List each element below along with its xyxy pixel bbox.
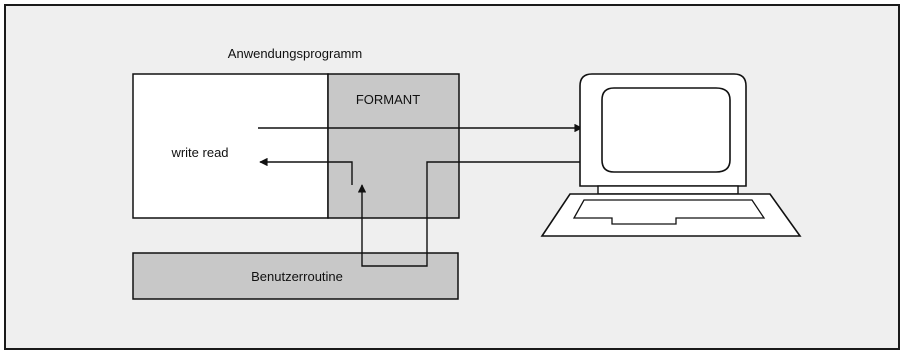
write-read-label: write read — [170, 145, 228, 160]
read-arrow — [259, 157, 353, 185]
formant-label: FORMANT — [356, 92, 420, 107]
read-path-to-routine — [357, 161, 582, 267]
formant-box — [327, 73, 460, 219]
benutzerroutine-label: Benutzerroutine — [251, 269, 343, 284]
monitor-screen — [601, 87, 731, 173]
benutzerroutine-box — [132, 252, 459, 300]
diagram-title: Anwendungsprogramm — [228, 46, 362, 61]
monitor-base — [597, 185, 739, 195]
computer-terminal-icon — [540, 73, 802, 237]
application-program-box — [132, 73, 329, 219]
keyboard-keys — [572, 199, 766, 225]
